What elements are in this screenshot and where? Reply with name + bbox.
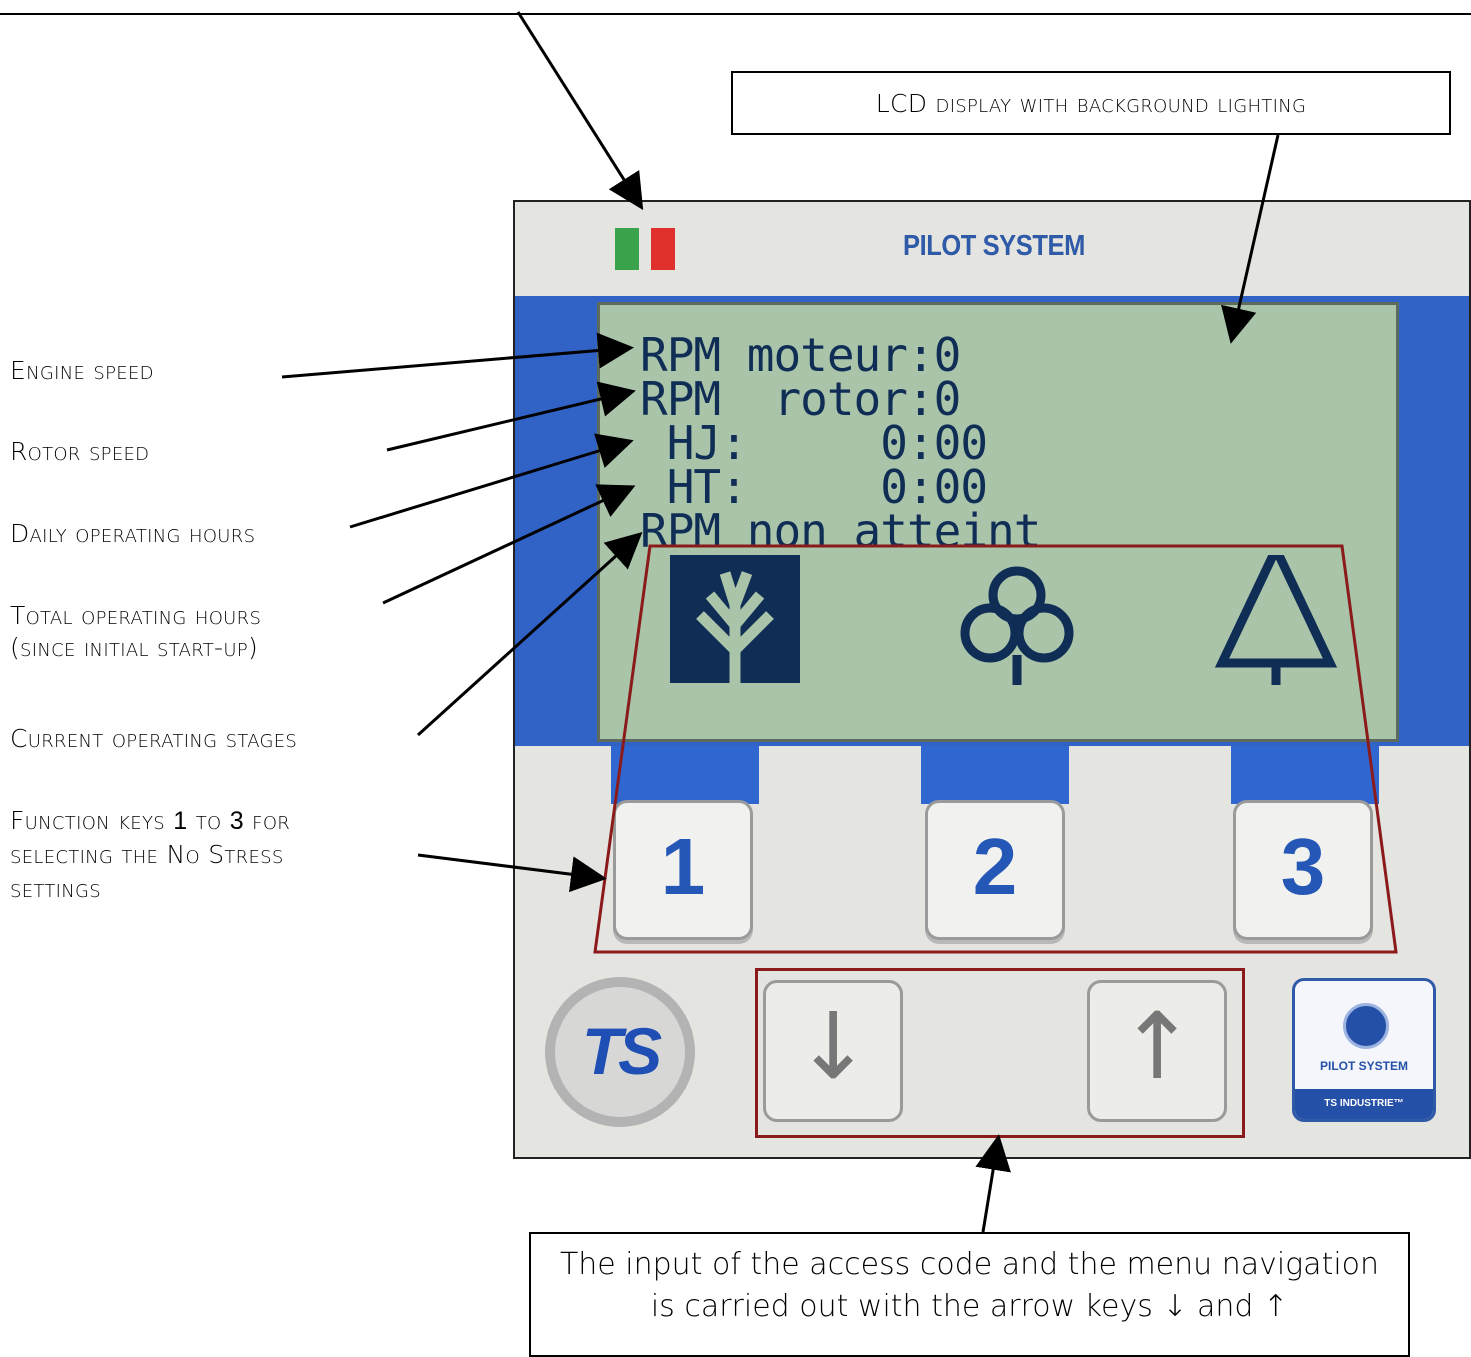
function-key-num3: 3 [229, 807, 244, 835]
rotor-speed-label: Rotor speed [10, 437, 150, 466]
total-hours-label: Total operating hours (since initial sta… [10, 597, 261, 667]
function-keys-line3: settings [10, 874, 102, 903]
function-keys-line1: Function keys 1 to 3 for [10, 802, 290, 840]
lcd-display-label: LCD display with background lighting [731, 71, 1451, 135]
function-key-3[interactable]: 3 [1233, 800, 1373, 940]
function-key-2[interactable]: 2 [925, 800, 1065, 940]
gauge-icon [1343, 1003, 1389, 1049]
function-keys-label: Function keys 1 to 3 for selecting the N… [10, 802, 290, 908]
function-key-tab-2 [921, 746, 1069, 804]
arrow-keys-line2: is carried out with the arrow keys ↓ and… [650, 1289, 1289, 1324]
lcd-line-status: RPM non atteint [640, 504, 1041, 558]
arrow-up-key[interactable]: ↑ [1087, 980, 1227, 1122]
lcd-screen: RPM moteur:0 RPM rotor:0 HJ: 0:00 HT: 0:… [597, 302, 1399, 742]
arrow-keys-line1: The input of the access code and the men… [559, 1247, 1380, 1282]
arrow-top [516, 11, 644, 211]
brand-title: PILOT SYSTEM [903, 230, 1085, 262]
lcd-frame: RPM moteur:0 RPM rotor:0 HJ: 0:00 HT: 0:… [515, 296, 1469, 746]
badge-title: PILOT SYSTEM [1319, 1059, 1408, 1073]
stage-icons [670, 555, 1338, 685]
conifer-tree-icon [1214, 555, 1338, 685]
arrow-up-icon: ↑ [1118, 993, 1196, 1100]
lcd-line-engine: RPM moteur:0 [640, 328, 961, 382]
top-callout-box [0, 0, 1471, 15]
function-key-3-label: 3 [1280, 822, 1326, 911]
function-key-1-label: 1 [660, 822, 706, 911]
operating-stages-label: Current operating stages [10, 724, 298, 753]
function-key-tab-3 [1231, 746, 1379, 804]
function-key-tab-1 [611, 746, 759, 804]
function-keys-text: Function keys [10, 806, 165, 835]
function-keys-to: to [195, 806, 222, 835]
arrow-down-icon: ↓ [794, 993, 872, 1100]
lcd-line-total: HT: 0:00 [640, 460, 988, 514]
arrow-down-key[interactable]: ↓ [763, 980, 903, 1122]
deciduous-tree-icon [960, 566, 1074, 685]
flag-red [651, 228, 675, 270]
function-keys-for: for [252, 806, 291, 835]
function-key-num1: 1 [173, 807, 188, 835]
bush-icon [670, 555, 800, 683]
ts-logo: TS [545, 977, 695, 1127]
daily-hours-label: Daily operating hours [10, 519, 256, 548]
lcd-line-rotor: RPM rotor:0 [640, 372, 961, 426]
total-hours-line2: (since initial start-up) [10, 633, 259, 662]
flag-green [615, 228, 639, 270]
arrow-keys-highlight [755, 968, 1245, 1138]
lcd-line-daily: HJ: 0:00 [640, 416, 988, 470]
engine-speed-label: Engine speed [10, 356, 154, 385]
badge-footer: TS INDUSTRIE™ [1295, 1089, 1433, 1119]
lcd-display-text: LCD display with background lighting [875, 89, 1307, 118]
arrow-keys-explanation: The input of the access code and the men… [529, 1232, 1410, 1357]
function-key-1[interactable]: 1 [613, 800, 753, 940]
function-keys-line2: selecting the No Stress [10, 840, 284, 869]
function-key-2-label: 2 [972, 822, 1018, 911]
pilot-system-badge: PILOT SYSTEM TS INDUSTRIE™ [1292, 978, 1436, 1122]
total-hours-line1: Total operating hours [10, 601, 262, 630]
ts-logo-text: TS [581, 1014, 662, 1088]
